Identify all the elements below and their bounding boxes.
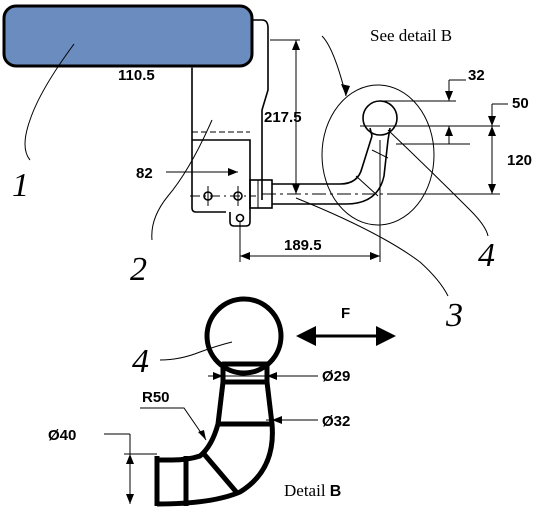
callout-3: 3 bbox=[445, 297, 463, 334]
dim-189-5: 189.5 bbox=[284, 237, 322, 254]
dim-dia-32: Ø32 bbox=[322, 413, 350, 430]
dim-dia-40: Ø40 bbox=[48, 427, 76, 444]
callout-2: 2 bbox=[130, 251, 147, 288]
detail-caption-prefix: Detail bbox=[284, 481, 330, 500]
mounting-plate bbox=[190, 68, 273, 227]
dim-r50: R50 bbox=[142, 389, 170, 406]
dim-110-5: 110.5 bbox=[118, 67, 155, 84]
dim-50: 50 bbox=[512, 95, 529, 112]
detail-b-ellipse bbox=[321, 84, 435, 226]
detail-caption-letter: B bbox=[330, 483, 342, 500]
see-detail-note: See detail B bbox=[370, 26, 452, 45]
force-arrow bbox=[296, 326, 396, 346]
dim-82: 82 bbox=[136, 165, 153, 182]
callout-4-top: 4 bbox=[478, 237, 495, 274]
dim-120: 120 bbox=[507, 152, 532, 169]
dim-dia-29: Ø29 bbox=[322, 368, 350, 385]
tow-ball-top bbox=[360, 100, 400, 136]
force-label: F bbox=[341, 305, 350, 322]
detail-caption: Detail B bbox=[284, 481, 341, 500]
detail-b-drawing bbox=[154, 296, 284, 507]
dim-32: 32 bbox=[468, 67, 485, 84]
bumper-bracket bbox=[252, 19, 269, 200]
callout-1: 1 bbox=[12, 167, 29, 204]
dim-217-5: 217.5 bbox=[264, 109, 302, 126]
callout-4-detail: 4 bbox=[132, 343, 149, 380]
tow-arm bbox=[262, 127, 480, 205]
bumper-beam bbox=[2, 4, 254, 68]
